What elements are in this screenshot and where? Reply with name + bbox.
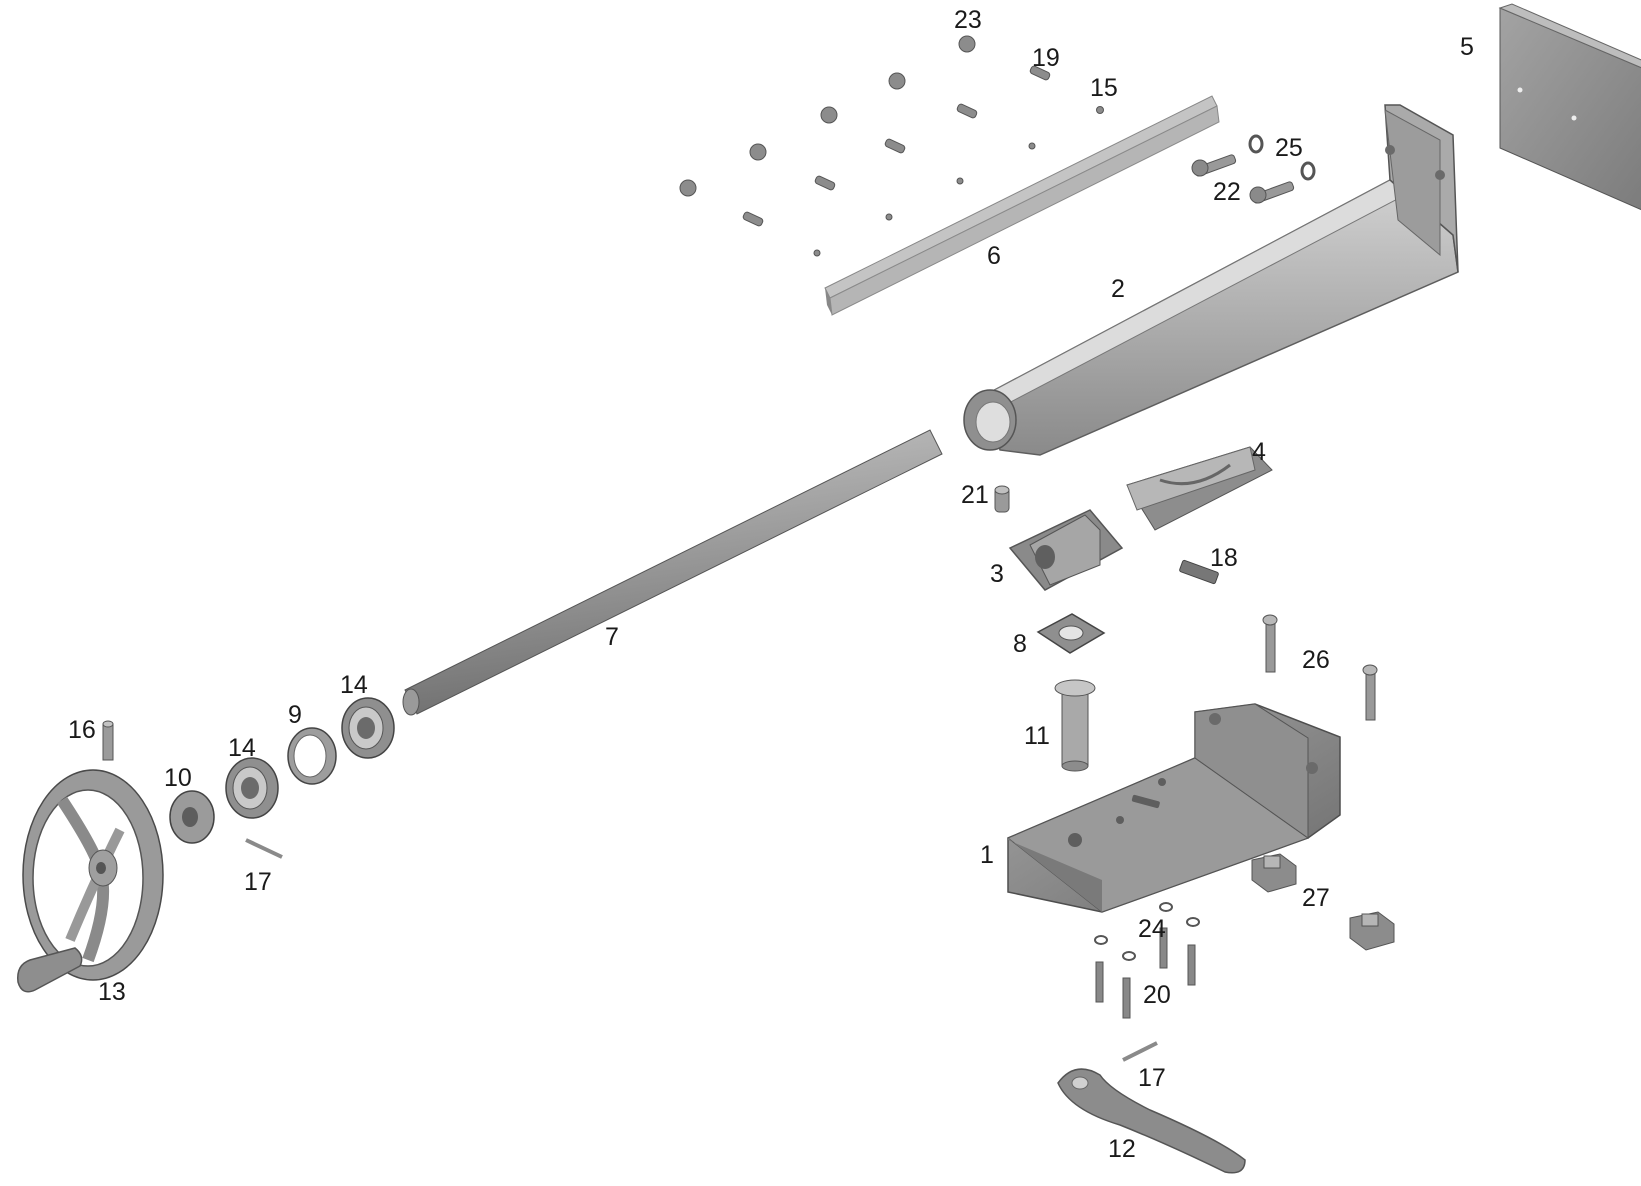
callout-12: 12 — [1108, 1135, 1136, 1163]
part-21-stud — [994, 485, 1010, 513]
callout-17-lower: 17 — [1138, 1064, 1166, 1092]
callout-17-upper: 17 — [244, 868, 272, 896]
callout-19: 19 — [1032, 44, 1060, 72]
part-17-roll-pin-lower — [1122, 1041, 1158, 1062]
callout-13: 13 — [98, 978, 126, 1006]
callout-9: 9 — [288, 701, 302, 729]
callout-15: 15 — [1090, 74, 1118, 102]
callout-1: 1 — [980, 841, 994, 869]
part-7-long-shaft — [402, 429, 943, 716]
part-17-roll-pin-upper — [245, 838, 283, 859]
callout-20: 20 — [1143, 981, 1171, 1009]
callout-23: 23 — [954, 6, 982, 34]
part-18-key — [1179, 559, 1219, 585]
callout-22: 22 — [1213, 178, 1241, 206]
callout-14-left: 14 — [228, 734, 256, 762]
part-11-pin — [1054, 679, 1096, 772]
fastener-cluster — [679, 35, 1104, 257]
part-3-clamp-block — [1008, 509, 1124, 591]
part-26-long-screws — [1262, 614, 1378, 721]
callout-16: 16 — [68, 716, 96, 744]
callout-3: 3 — [990, 560, 1004, 588]
callout-4: 4 — [1252, 438, 1266, 466]
part-8-square-washer — [1036, 613, 1106, 654]
callout-18: 18 — [1210, 544, 1238, 572]
callout-25: 25 — [1275, 134, 1303, 162]
part-1-base-body — [1007, 703, 1341, 913]
part-20-24-screws — [1094, 902, 1200, 1019]
callout-27: 27 — [1302, 884, 1330, 912]
part-16-dowel — [102, 720, 114, 761]
callout-11: 11 — [1024, 722, 1050, 750]
part-4-saddle-plate — [1126, 446, 1273, 531]
callout-14-right: 14 — [340, 671, 368, 699]
callout-5: 5 — [1460, 33, 1474, 61]
part-5-end-plate — [1498, 3, 1641, 211]
part-22-25-bolts — [1191, 134, 1316, 204]
callout-26: 26 — [1302, 646, 1330, 674]
part-14-ball-bearing-left — [225, 757, 279, 819]
part-9-ring — [287, 727, 337, 785]
callout-7: 7 — [605, 623, 619, 651]
part-12-lever-handle — [1057, 1068, 1246, 1174]
part-2-arm-beam — [963, 104, 1459, 456]
callout-24: 24 — [1138, 915, 1166, 943]
callout-10: 10 — [164, 764, 192, 792]
callout-6: 6 — [987, 242, 1001, 270]
callout-21: 21 — [961, 481, 989, 509]
callout-2: 2 — [1111, 275, 1125, 303]
part-27-t-blocks — [1251, 853, 1395, 951]
part-10-hub-collar — [169, 790, 215, 844]
part-14-ball-bearing-right — [341, 697, 395, 759]
part-6-guide-strip — [824, 95, 1220, 316]
part-13-handwheel — [17, 769, 164, 993]
callout-8: 8 — [1013, 630, 1027, 658]
